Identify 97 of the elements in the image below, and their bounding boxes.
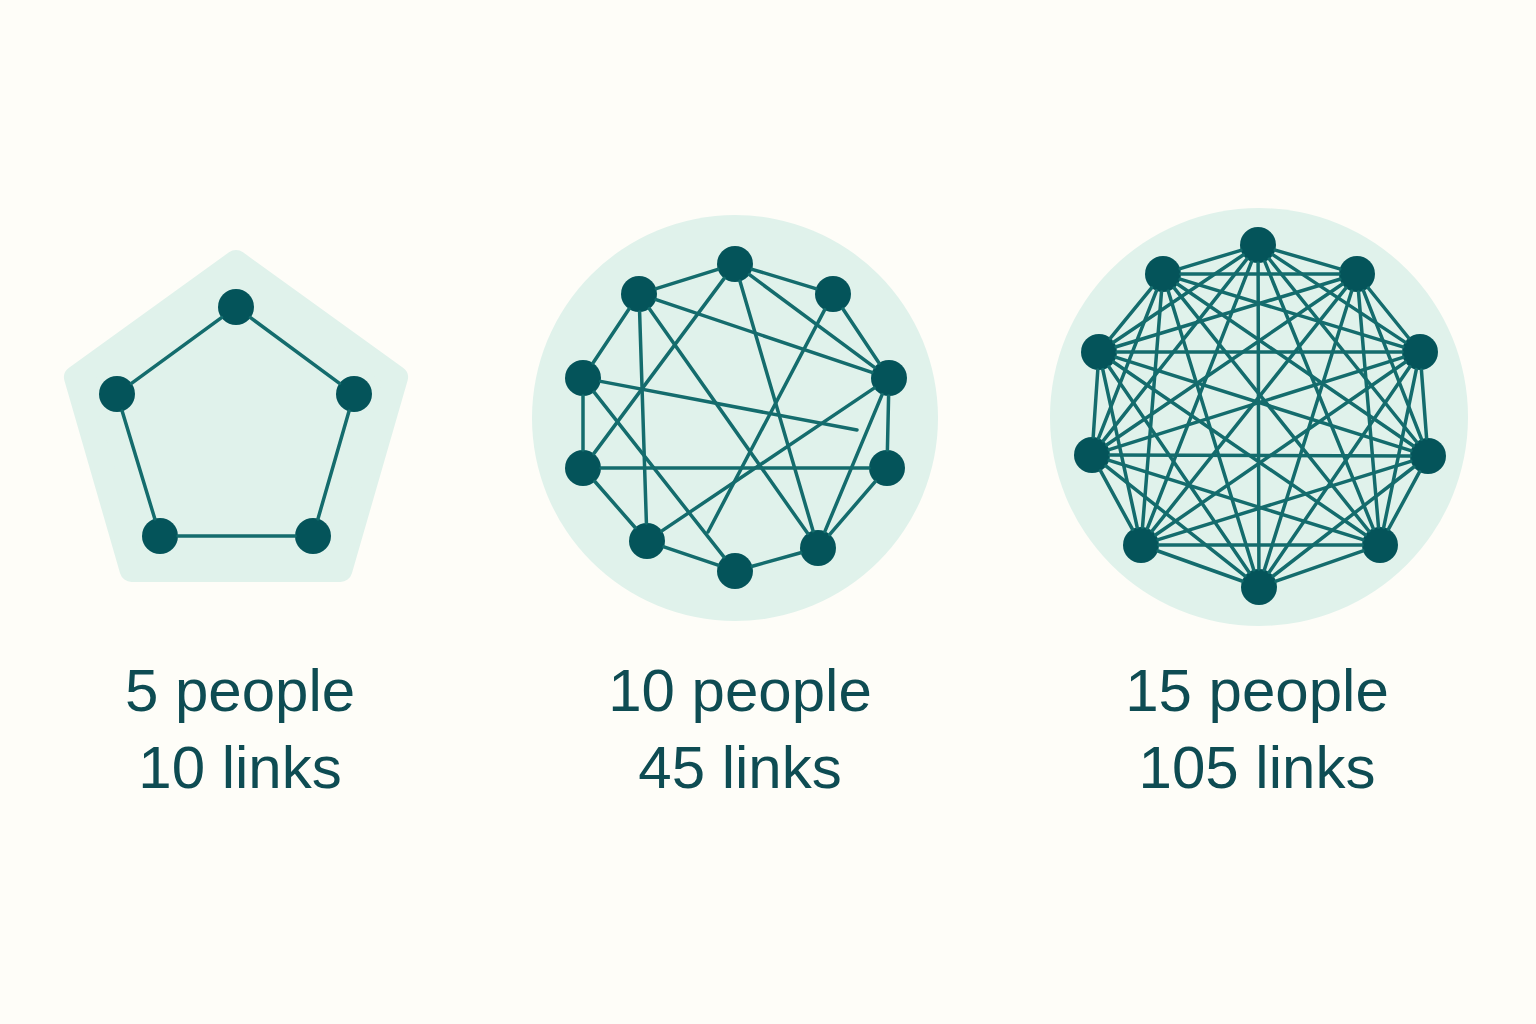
node-dot — [621, 276, 657, 312]
link-line — [1098, 469, 1135, 531]
link-line — [660, 386, 876, 533]
node-dot — [1410, 438, 1446, 474]
link-line — [1112, 253, 1245, 344]
link-line — [598, 379, 859, 432]
node-label: 10 links — [138, 733, 342, 803]
link-line — [828, 479, 877, 537]
node-dot — [1123, 527, 1159, 563]
link-line — [662, 545, 720, 567]
link-line — [1140, 290, 1164, 529]
link-line — [1271, 465, 1416, 578]
link-line — [1356, 290, 1381, 529]
node-dot — [1074, 437, 1110, 473]
link-line — [823, 392, 884, 534]
node-dot — [565, 450, 601, 486]
link-line — [1108, 286, 1154, 340]
link-line — [1381, 367, 1419, 530]
link-line — [1271, 253, 1407, 344]
link-line — [1112, 360, 1367, 537]
link-line — [120, 409, 157, 521]
link-line — [1156, 459, 1413, 542]
link-line — [1157, 543, 1364, 547]
link-line — [1096, 289, 1159, 440]
link-line — [591, 307, 631, 365]
link-line — [316, 409, 351, 521]
link-line — [1108, 453, 1412, 458]
link-line — [1107, 365, 1251, 574]
node-label: 105 links — [1138, 733, 1376, 803]
link-line — [1267, 365, 1412, 574]
link-line — [1273, 248, 1342, 271]
link-line — [1150, 286, 1348, 533]
link-line — [1172, 286, 1371, 533]
link-line — [129, 315, 224, 386]
node-dot — [565, 360, 601, 396]
node-label: 15 people — [1125, 656, 1389, 726]
node-label: 5 people — [124, 656, 356, 726]
link-line — [747, 272, 877, 370]
node-dot — [629, 523, 665, 559]
link-line — [1262, 289, 1354, 572]
node-dot — [717, 553, 753, 589]
link-line — [1105, 282, 1344, 447]
link-line — [654, 267, 720, 291]
node-dot — [815, 276, 851, 312]
link-line — [1101, 367, 1139, 530]
node-dot — [1339, 256, 1375, 292]
link-line — [1386, 470, 1422, 531]
link-line — [1091, 368, 1100, 439]
link-line — [738, 279, 815, 533]
link-line — [593, 479, 637, 530]
node-dot — [871, 360, 907, 396]
node-dot — [717, 246, 753, 282]
link-line — [841, 307, 881, 365]
link-line — [1101, 257, 1249, 443]
node-label: 10 people — [608, 656, 872, 726]
link-line — [1419, 368, 1429, 440]
link-line — [1115, 350, 1404, 354]
link-line — [1178, 248, 1243, 271]
link-line — [706, 308, 827, 534]
link-line — [1267, 257, 1419, 444]
link-line — [581, 394, 585, 452]
link-line — [1166, 289, 1256, 572]
node-dot — [1081, 334, 1117, 370]
node-dot — [869, 450, 905, 486]
link-line — [1114, 277, 1342, 349]
link-line — [592, 276, 726, 456]
link-line — [248, 315, 342, 386]
link-line — [637, 310, 649, 525]
link-line — [1366, 286, 1411, 340]
link-line — [1179, 272, 1341, 276]
link-line — [176, 534, 297, 538]
link-line — [885, 394, 891, 452]
node-dot — [1240, 227, 1276, 263]
link-line — [1274, 549, 1365, 583]
link-line — [1176, 282, 1415, 448]
node-dot — [1145, 256, 1181, 292]
node-dot — [1402, 334, 1438, 370]
link-line — [654, 297, 874, 375]
pentagon-panel — [62, 248, 410, 584]
link-line — [750, 551, 803, 568]
link-line — [1104, 464, 1247, 578]
node-dot — [1362, 527, 1398, 563]
node-label: 45 links — [638, 733, 842, 803]
link-line — [599, 466, 871, 470]
link-line — [1256, 261, 1261, 571]
link-line — [750, 267, 818, 291]
link-line — [1156, 549, 1244, 583]
link-line — [1263, 259, 1375, 531]
node-dot — [800, 530, 836, 566]
link-line — [1154, 360, 1407, 537]
link-line — [1107, 458, 1365, 542]
link-line — [1178, 277, 1405, 349]
node-dot — [1241, 569, 1277, 605]
link-line — [592, 390, 726, 559]
link-line — [1361, 289, 1424, 441]
link-line — [647, 306, 810, 536]
link-line — [1145, 260, 1254, 530]
